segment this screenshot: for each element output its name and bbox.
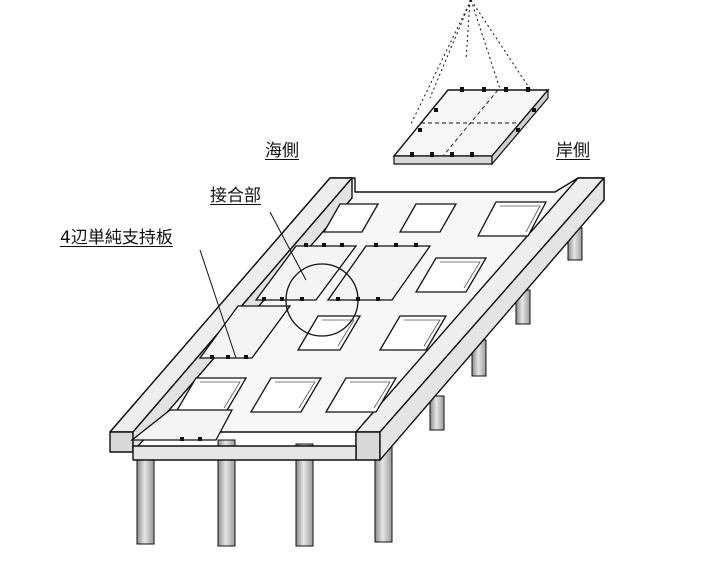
- joint-circle: [285, 263, 359, 337]
- cell: [296, 315, 362, 351]
- cell: [378, 315, 448, 351]
- cell: [414, 257, 488, 293]
- joint-leader: [269, 211, 307, 281]
- cell: [249, 377, 323, 413]
- slab: [130, 409, 234, 441]
- slab-notches: [180, 243, 418, 441]
- slab: [198, 305, 292, 359]
- cell: [322, 203, 380, 233]
- front-beam: [132, 445, 357, 461]
- cell: [398, 203, 458, 233]
- joint-label: 接合部: [210, 186, 261, 206]
- slab-label: 4辺単純支持板: [60, 228, 173, 248]
- lifted-slab-side: [393, 155, 493, 165]
- land-side-label: 岸側: [556, 141, 590, 161]
- sea-girder-face: [109, 431, 134, 453]
- land-girder-face: [355, 431, 381, 461]
- pile: [136, 445, 155, 545]
- slab-leader: [199, 249, 237, 359]
- pile: [429, 395, 445, 431]
- sea-side-label: 海側: [265, 141, 299, 161]
- leader-lines: [199, 211, 307, 359]
- pile: [295, 443, 314, 547]
- deck-slabs: [130, 245, 432, 441]
- lifted-slab: [392, 0, 550, 166]
- cell-shading: [200, 205, 541, 409]
- pile: [217, 439, 236, 547]
- slab: [254, 245, 358, 301]
- slab: [326, 245, 432, 301]
- cell-openings: [174, 201, 548, 413]
- land-girder-side: [379, 177, 605, 461]
- cell: [476, 201, 548, 237]
- cell: [324, 377, 398, 413]
